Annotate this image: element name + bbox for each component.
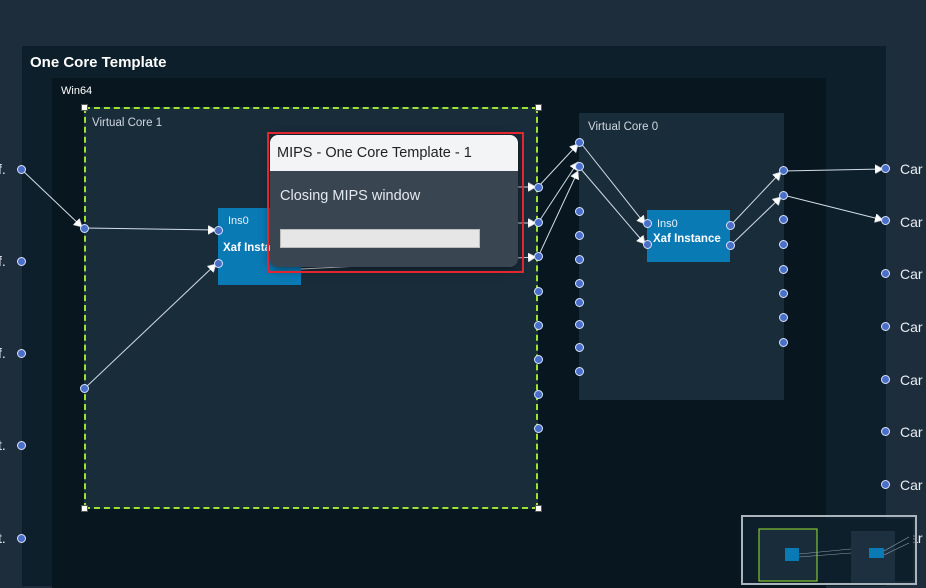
wire[interactable]: [729, 197, 781, 247]
right-edge-port[interactable]: [881, 322, 890, 331]
right-edge-port[interactable]: [881, 164, 890, 173]
vc0-input-port[interactable]: [575, 367, 584, 376]
right-edge-port[interactable]: [881, 375, 890, 384]
vc0-output-port[interactable]: [779, 215, 788, 224]
vc0-input-port[interactable]: [575, 138, 584, 147]
wire[interactable]: [83, 228, 216, 230]
left-edge-label: f.: [0, 253, 6, 269]
minimap[interactable]: [741, 515, 917, 585]
selection-handle-bottom-right[interactable]: [535, 505, 542, 512]
instance-input-port[interactable]: [214, 259, 223, 268]
vc0-output-port[interactable]: [779, 265, 788, 274]
vc1-output-port[interactable]: [534, 252, 543, 261]
wire[interactable]: [537, 171, 578, 258]
selection-handle-top-right[interactable]: [535, 104, 542, 111]
minimap-preview: [745, 519, 913, 583]
left-edge-label: f.: [0, 345, 6, 361]
right-edge-port[interactable]: [881, 427, 890, 436]
dialog-titlebar[interactable]: MIPS - One Core Template - 1: [270, 135, 518, 171]
wire[interactable]: [537, 144, 578, 188]
vc0-input-port[interactable]: [575, 255, 584, 264]
vc0-input-port[interactable]: [575, 162, 584, 171]
instance-input-port[interactable]: [643, 240, 652, 249]
win64-label: Win64: [61, 85, 93, 97]
instance-output-port[interactable]: [726, 241, 735, 250]
vc1-output-port[interactable]: [534, 321, 543, 330]
vc1-output-port[interactable]: [534, 183, 543, 192]
vc1-output-port[interactable]: [534, 355, 543, 364]
right-edge-label: Car: [900, 266, 923, 282]
vc0-output-port[interactable]: [779, 240, 788, 249]
dialog-highlight-frame: [267, 132, 524, 273]
template-title: One Core Template: [30, 54, 167, 71]
dialog-title: MIPS - One Core Template - 1: [277, 145, 472, 161]
right-edge-port[interactable]: [881, 269, 890, 278]
right-edge-label: Car: [900, 214, 923, 230]
vc0-input-port[interactable]: [575, 279, 584, 288]
vc0-output-port[interactable]: [779, 166, 788, 175]
mips-dialog[interactable]: MIPS - One Core Template - 1 Closing MIP…: [270, 135, 518, 267]
vc1-input-port[interactable]: [80, 224, 89, 233]
instance-title: Xaf Instance: [653, 233, 721, 245]
right-edge-label: Car: [900, 372, 923, 388]
vc1-output-port[interactable]: [534, 390, 543, 399]
right-edge-label: Car: [900, 477, 923, 493]
vc1-output-port[interactable]: [534, 218, 543, 227]
vc1-input-port[interactable]: [80, 384, 89, 393]
instance-name: Ins0: [657, 218, 678, 230]
wire[interactable]: [579, 141, 645, 224]
instance-name: Ins0: [228, 215, 249, 227]
virtual-core-1-label: Virtual Core 1: [92, 117, 163, 129]
left-edge-port[interactable]: [17, 349, 26, 358]
vc0-input-port[interactable]: [575, 320, 584, 329]
left-edge-port[interactable]: [17, 165, 26, 174]
vc1-output-port[interactable]: [534, 287, 543, 296]
wire[interactable]: [729, 172, 781, 227]
vc0-input-port[interactable]: [575, 298, 584, 307]
instance-output-port[interactable]: [726, 221, 735, 230]
left-edge-label: t.: [0, 437, 6, 453]
vc1-output-port[interactable]: [534, 424, 543, 433]
wire[interactable]: [782, 169, 883, 171]
left-edge-label: t.: [0, 530, 6, 546]
instance-input-port[interactable]: [643, 219, 652, 228]
instance-input-port[interactable]: [214, 226, 223, 235]
xaf-instance-block-0[interactable]: Ins0 Xaf Instance: [647, 210, 730, 262]
dialog-message: Closing MIPS window: [280, 188, 421, 204]
selection-handle-top-left[interactable]: [81, 104, 88, 111]
wire[interactable]: [83, 264, 216, 390]
wire[interactable]: [579, 167, 645, 244]
left-edge-port[interactable]: [17, 441, 26, 450]
vc0-output-port[interactable]: [779, 191, 788, 200]
vc0-output-port[interactable]: [779, 289, 788, 298]
vc0-output-port[interactable]: [779, 313, 788, 322]
vc0-input-port[interactable]: [575, 343, 584, 352]
right-edge-label: Car: [900, 161, 923, 177]
vc0-input-port[interactable]: [575, 207, 584, 216]
left-edge-port[interactable]: [17, 534, 26, 543]
vc0-input-port[interactable]: [575, 231, 584, 240]
left-edge-port[interactable]: [17, 257, 26, 266]
wire[interactable]: [20, 168, 82, 227]
selection-handle-bottom-left[interactable]: [81, 505, 88, 512]
right-edge-port[interactable]: [881, 216, 890, 225]
wire[interactable]: [782, 194, 883, 220]
progress-bar: [280, 229, 480, 248]
right-edge-port[interactable]: [881, 480, 890, 489]
vc0-output-port[interactable]: [779, 338, 788, 347]
right-edge-label: Car: [900, 424, 923, 440]
virtual-core-0-label: Virtual Core 0: [588, 121, 659, 133]
left-edge-label: f.: [0, 161, 6, 177]
right-edge-label: Car: [900, 319, 923, 335]
